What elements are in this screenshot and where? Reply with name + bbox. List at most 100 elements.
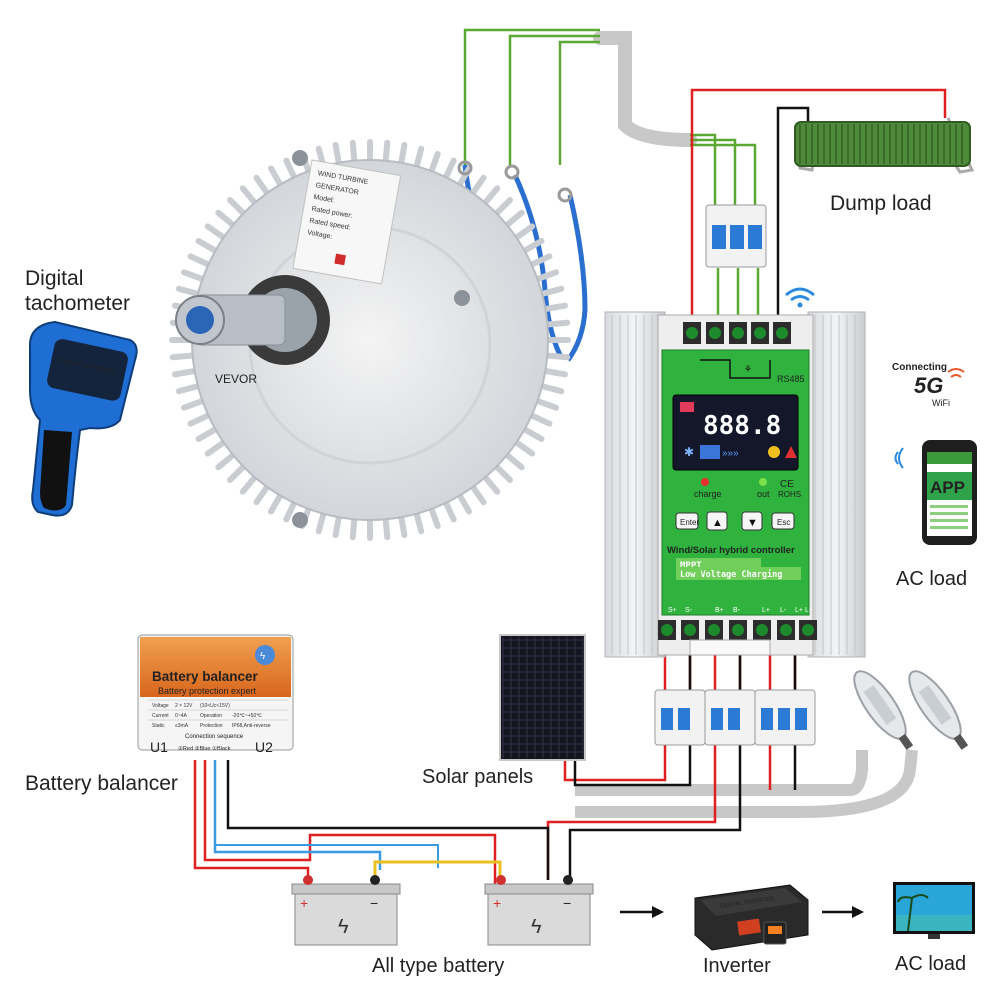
breaker-switch: [678, 708, 690, 730]
arrow-head-icon: [852, 906, 864, 918]
battery-minus-sign: −: [370, 895, 378, 911]
down-button[interactable]: [741, 511, 763, 531]
turbine-symbol-icon: ⚘: [744, 364, 752, 374]
balancer-black-wire: [226, 760, 550, 880]
esc-button-label: Esc: [777, 518, 790, 527]
terminal-screw: [780, 624, 792, 636]
balancer-table-cell: Static: [152, 723, 165, 729]
all-type-battery-label: All type battery: [372, 955, 504, 977]
ac-load-bottom-label: AC load: [895, 953, 966, 975]
solar-black-wire: [573, 745, 692, 787]
terminal-screw: [686, 327, 698, 339]
terminal-label: S-: [685, 607, 693, 614]
balancer-u1: U1: [150, 739, 168, 755]
solar-panels-label: Solar panels: [422, 766, 533, 788]
wifi-icon: [785, 287, 815, 308]
controller-title: Wind/Solar hybrid controller: [667, 545, 795, 556]
battery-negative-terminal: [563, 875, 573, 885]
terminal-label: L+: [795, 607, 803, 614]
balancer-subtitle: Battery protection expert: [158, 686, 257, 696]
terminal-label: L-: [805, 607, 812, 614]
dump-load-black-wire: [776, 106, 810, 320]
balancer-blue-wire-2: [214, 760, 439, 868]
enter-button[interactable]: [675, 512, 699, 530]
balancer-red-wire-2: [203, 760, 497, 885]
batteries: +−ϟ+−ϟ: [291, 875, 594, 946]
enter-button-label: Enter: [680, 518, 699, 527]
low-voltage-label: Low Voltage Charging: [680, 569, 782, 580]
green-wire-6: [690, 143, 757, 205]
ring-terminal: [457, 160, 473, 176]
generator-cable: [593, 31, 697, 147]
up-button[interactable]: [706, 511, 728, 531]
wifi-5g-badge: Connecting 5G WiFi: [892, 362, 965, 408]
esc-button[interactable]: [771, 512, 795, 530]
tv-sea: [896, 915, 972, 931]
balancer-table-cell: 0~4A: [175, 713, 187, 719]
ac-load-top-label: AC load: [896, 568, 967, 590]
nameplate-line: Voltage:: [307, 229, 333, 240]
nameplate-line: Model:: [313, 194, 335, 205]
bottom-breakers: [654, 689, 816, 746]
battery-plus-sign: +: [300, 895, 308, 911]
lcd-bulb-icon: [768, 446, 780, 458]
ring-terminal: [504, 164, 520, 180]
balancer-table-cell: -20℃~+50℃: [232, 713, 262, 719]
tachometer-screen: [47, 339, 128, 401]
rs485-label: RS485: [777, 374, 805, 384]
green-wire-1: [463, 28, 600, 165]
street-lamp-2: [908, 670, 969, 750]
balancer-bolt-icon: ϟ: [260, 651, 266, 662]
battery-bolt-icon: ϟ: [338, 916, 349, 938]
lcd-warning-icon: [785, 446, 797, 458]
generator-watermark: VEVOR: [215, 372, 257, 386]
battery-negative-terminal: [370, 875, 380, 885]
wifi-badge-bottom: WiFi: [932, 398, 950, 408]
balancer-u2: U2: [255, 739, 273, 755]
dump-load-red-wire: [690, 88, 947, 320]
load-cable-2: [575, 749, 918, 818]
led-street-lamps: [853, 670, 969, 750]
balancer-table-cell: (10<Uc<15V): [200, 703, 230, 709]
series-link-wire: [373, 860, 502, 885]
nameplate-bg: [292, 159, 402, 285]
bolt-icon: [454, 290, 470, 306]
wifi-badge-top: Connecting: [892, 362, 947, 373]
balancer-table-cell: Voltage: [152, 703, 169, 709]
hybrid-controller: ⚘ RS485 888.8 »»» ✱ charge out CE ROHS E…: [604, 311, 866, 658]
breaker-switch: [795, 708, 807, 730]
bolt-icon: [292, 150, 308, 166]
terminal-label: S+: [668, 607, 677, 614]
balancer-shield-icon: [255, 645, 275, 665]
battery-plus-sign: +: [493, 895, 501, 911]
phone-header: [927, 452, 972, 464]
tv-ac-load: AC load: [893, 882, 975, 975]
controller-sticker: [689, 639, 771, 656]
inverter-panel: [737, 918, 761, 936]
shaft-seal: [186, 306, 214, 334]
breaker-switch: [728, 708, 740, 730]
lcd-snowflake-icon: ✱: [684, 445, 694, 459]
balancer-sequence-label: Connection sequence: [185, 734, 244, 740]
breaker-switch: [778, 708, 790, 730]
breaker-switch: [711, 708, 723, 730]
terminal-screw: [776, 327, 788, 339]
terminal-screw: [754, 327, 766, 339]
charge-label: charge: [694, 489, 722, 499]
terminal-label: B+: [715, 607, 724, 614]
phone-list-row: [930, 512, 968, 515]
solar-panel: Solar panels: [422, 634, 586, 788]
battery-minus-sign: −: [563, 895, 571, 911]
terminal-screw: [684, 624, 696, 636]
terminal-label: L+: [762, 607, 770, 614]
breaker-switch: [730, 225, 744, 249]
terminal-screw: [661, 624, 673, 636]
low-voltage-band: [676, 567, 801, 580]
balancer-table-cell: Operation: [200, 713, 222, 719]
lcd-digits: 888.8: [703, 411, 781, 441]
blue-lead-2: [512, 173, 563, 357]
digital-tachometer: Digital tachometer Digital Tachometer: [25, 267, 138, 517]
dump-load: Dump load: [794, 117, 975, 215]
controller-fin-right: [807, 311, 866, 658]
